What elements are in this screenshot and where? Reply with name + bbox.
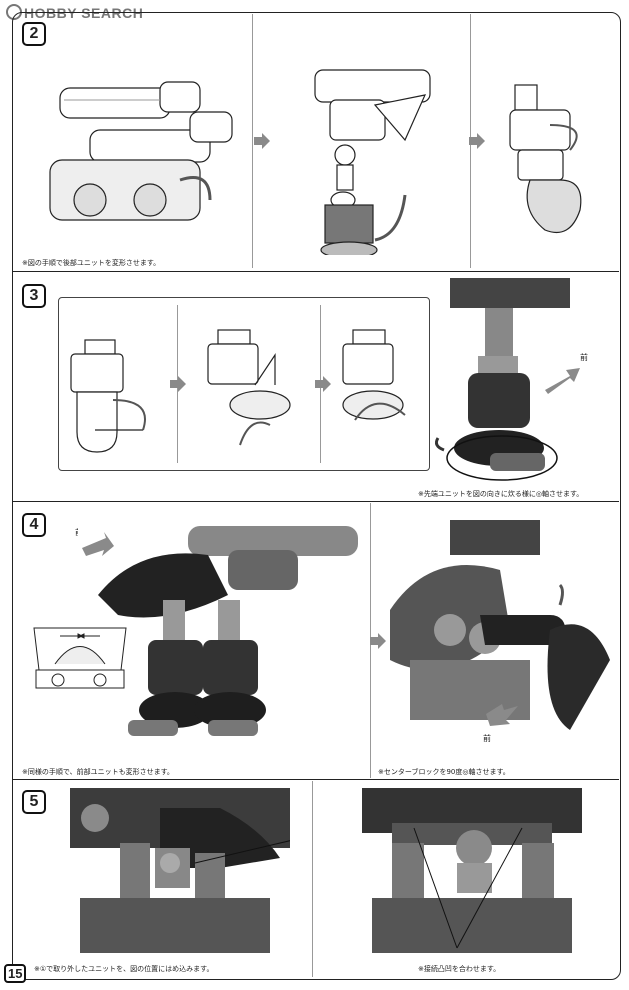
step-3-illustration-a	[65, 330, 165, 460]
step-3-illustration-b	[200, 325, 310, 455]
divider	[252, 14, 253, 268]
page-number: 15	[4, 964, 27, 983]
step-5-photo-right	[362, 788, 582, 953]
step-2-illustration-c	[490, 65, 615, 240]
step-3-illustration-c	[335, 325, 425, 455]
step-number: 2	[22, 22, 46, 46]
next-arrow-icon	[469, 133, 485, 149]
step-note: ※①で取り外したユニットを、図の位置にはめ込みます。	[34, 965, 214, 973]
step-note: ※同様の手順で、前部ユニットも変形させます。	[22, 768, 174, 776]
next-arrow-icon	[315, 376, 331, 392]
step-3-photo	[430, 278, 590, 483]
step-4-inset-diagram	[30, 624, 130, 694]
section-border	[13, 271, 619, 272]
step-note: ※先端ユニットを図の向きに炊る様に◎軸させます。	[418, 490, 584, 498]
divider	[312, 781, 313, 977]
step-5-photo-left	[70, 788, 290, 953]
next-arrow-icon	[170, 376, 186, 392]
step-4-photo-right	[390, 520, 610, 745]
direction-label: 前	[483, 734, 491, 743]
step-note: ※センターブロックを90度◎軸させます。	[378, 768, 510, 776]
step-2-illustration-a	[40, 60, 250, 240]
page-frame	[12, 12, 621, 980]
direction-label: 前	[580, 353, 588, 362]
section-border	[13, 779, 619, 780]
next-arrow-icon	[254, 133, 270, 149]
next-arrow-icon	[370, 633, 386, 649]
step-number: 5	[22, 790, 46, 814]
step-number: 4	[22, 513, 46, 537]
step-note: ※図の手順で後部ユニットを変形させます。	[22, 259, 161, 267]
section-border	[13, 501, 619, 502]
step-number: 3	[22, 284, 46, 308]
step-2-illustration-b	[275, 55, 460, 255]
step-note: ※接続凸凹を合わせます。	[418, 965, 501, 973]
